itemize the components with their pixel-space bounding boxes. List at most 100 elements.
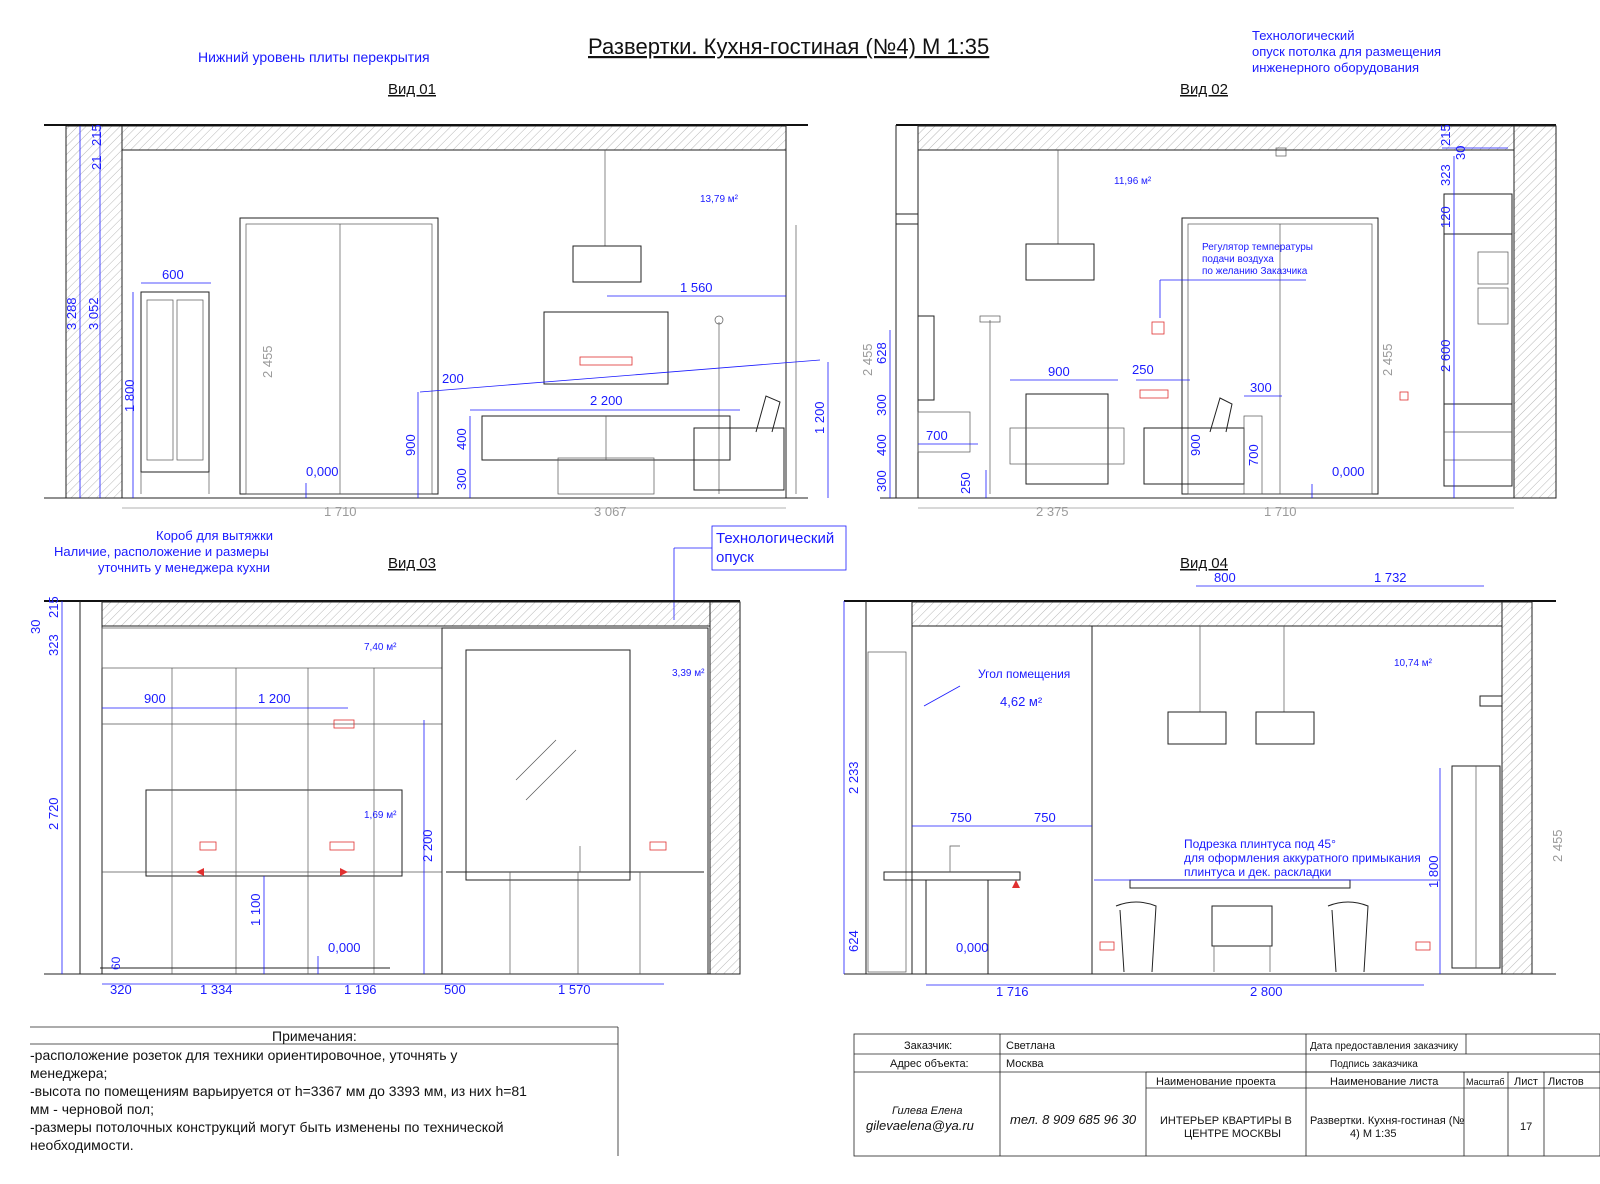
v3-dim-1570: 1 570 [558,982,591,997]
v3-tech-note-2: опуск [716,549,754,566]
v4-plinth-note-3: плинтуса и дек. раскладки [1184,865,1331,879]
view-03-right-wall [709,601,741,975]
tb-sign-label: Подпись заказчика [1330,1059,1418,1070]
v2-dim-900b: 900 [1188,434,1203,456]
sheet-title: Развертки. Кухня-гостиная (№4) М 1:35 [588,34,989,59]
v4-dim-800: 800 [1214,570,1236,585]
v3-hood-note-3: уточнить у менеджера кухни [98,560,270,575]
v1-grey-3067: 3 067 [594,504,627,519]
v3-tech-note-1: Технологический [716,530,834,547]
v2-regulator-note-2: подачи воздуха [1202,254,1274,265]
v2-grey-2455a: 2 455 [860,343,875,376]
v3-dim-500: 500 [444,982,466,997]
notes-line-2: менеджера; [30,1065,107,1081]
v2-dim-215: 215 [1438,124,1453,146]
v3-area-1: 7,40 м² [364,642,397,653]
v2-dim-300c: 300 [1250,380,1272,395]
view-01: Вид 01 [44,81,829,519]
view-04-right-wall [1501,601,1533,975]
v1-dim-200: 200 [442,371,464,386]
v3-dim-60: 60 [109,956,123,970]
v2-dim-2600: 2 600 [1438,339,1453,372]
v2-level-0000: 0,000 [1332,464,1365,479]
view-04-label: Вид 04 [1180,555,1228,572]
notes-block: Примечания: -расположение розеток для те… [30,1026,619,1156]
view-02: Вид 02 [860,81,1557,519]
v3-dim-2720: 2 720 [46,797,61,830]
tb-project-label: Наименование проекта [1156,1076,1276,1088]
v2-dim-628: 628 [874,342,889,364]
v2-dim-300b: 300 [874,470,889,492]
v2-regulator-note-3: по желанию Заказчика [1202,266,1308,277]
v4-grey-2455: 2 455 [1550,829,1565,862]
v1-grey-1710: 1 710 [324,504,357,519]
v4-dim-750b: 750 [1034,810,1056,825]
view-02-right-wall [1513,125,1557,499]
view-02-ceiling [917,125,1515,151]
v3-hood-note-1: Короб для вытяжки [156,528,273,543]
v3-dim-1200: 1 200 [258,691,291,706]
tb-address-label: Адрес объекта: [890,1058,969,1070]
tb-designer: Гилева Елена [892,1105,962,1117]
v1-dim-215: 215 [89,124,104,146]
tv-socket-marks [579,356,633,366]
tb-scale-label: Масштаб [1466,1077,1505,1087]
notes-line-6: необходимости. [30,1137,134,1153]
notes-heading: Примечания: [272,1028,357,1044]
v2-dim-300a: 300 [874,394,889,416]
view-01-ceiling [121,125,787,151]
slab-level-note: Нижний уровень плиты перекрытия [198,49,430,65]
notes-line-3: -высота по помещениям варьируется от h=3… [30,1083,527,1099]
ceiling-note-line-2: опуск потолка для размещения [1252,44,1441,59]
v2-dim-250b: 250 [1132,362,1154,377]
v1-dim-300: 300 [454,468,469,490]
view-01-label: Вид 01 [388,81,436,98]
v3-dim-320: 320 [110,982,132,997]
v2-grey-2455b: 2 455 [1380,343,1395,376]
tb-project-1: ИНТЕРЬЕР КВАРТИРЫ В [1160,1115,1292,1127]
v1-dim-2200: 2 200 [590,393,623,408]
v1-dim-1800: 1 800 [122,379,137,412]
view-04: Вид 04 [843,555,1565,999]
v2-dim-30: 30 [1453,146,1468,160]
v2-dim-700a: 700 [926,428,948,443]
v4-dim-2800: 2 800 [1250,984,1283,999]
v4-dim-1716: 1 716 [996,984,1029,999]
v3-area-2: 3,39 м² [672,668,705,679]
view-01-left-wall [65,125,123,499]
tb-customer-label: Заказчик: [904,1040,952,1052]
tb-project-2: ЦЕНТРЕ МОСКВЫ [1184,1128,1281,1140]
v2-area: 11,96 м² [1114,176,1152,187]
tb-sheet-label: Лист [1514,1076,1538,1088]
v4-dim-1732: 1 732 [1374,570,1407,585]
tb-sheet-name-2: 4) М 1:35 [1350,1128,1396,1140]
v4-dim-750a: 750 [950,810,972,825]
v1-grey-2455: 2 455 [260,345,275,378]
v1-dim-1560: 1 560 [680,280,713,295]
v4-plinth-note-1: Подрезка плинтуса под 45° [1184,837,1336,851]
v3-dim-900: 900 [144,691,166,706]
v4-dim-624: 624 [846,930,861,952]
tb-date-label: Дата предоставления заказчику [1310,1041,1458,1052]
v1-dim-600: 600 [162,267,184,282]
notes-line-1: -расположение розеток для техники ориент… [30,1047,457,1063]
v3-dim-2200: 2 200 [420,829,435,862]
tb-phone: тел. 8 909 685 96 30 [1010,1112,1137,1127]
v1-area: 13,79 м² [700,194,739,205]
v4-area: 10,74 м² [1394,658,1433,669]
tb-sheet-name-label: Наименование листа [1330,1076,1439,1088]
v3-dim-215: 215 [46,596,61,618]
v2-grey-2375: 2 375 [1036,504,1069,519]
v3-dim-1334: 1 334 [200,982,233,997]
tb-sheet-name-1: Развертки. Кухня-гостиная (№ [1310,1115,1464,1127]
ceiling-note-line-1: Технологический [1252,28,1354,43]
v1-dim-3288: 3 288 [64,297,79,330]
ceiling-note-line-3: инженерного оборудования [1252,60,1419,75]
notes-line-4: мм - черновой пол; [30,1101,154,1117]
v4-corner-note: Угол помещения [978,667,1070,681]
v3-dim-1100: 1 100 [248,893,263,926]
tb-sheets-label: Листов [1548,1076,1584,1088]
v1-dim-900: 900 [403,434,418,456]
v4-dim-1800: 1 800 [1426,855,1441,888]
